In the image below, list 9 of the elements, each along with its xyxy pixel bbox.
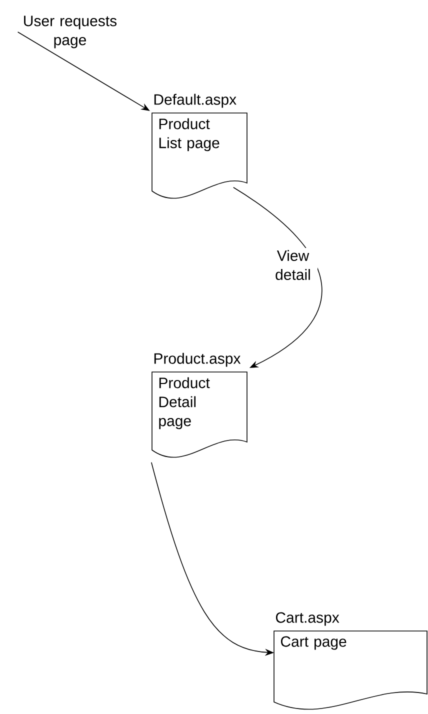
document-text: Product Detail page [159,377,210,430]
note-text: User requests page [24,16,117,48]
document-text: Cart page [280,636,346,650]
edge-label: View detail [268,248,318,282]
arrow [233,187,322,368]
document-title: Product.aspx [154,352,241,367]
document-title: Cart.aspx [276,612,340,626]
document-text: Product List page [159,118,220,152]
document-title: Default.aspx [154,94,236,108]
